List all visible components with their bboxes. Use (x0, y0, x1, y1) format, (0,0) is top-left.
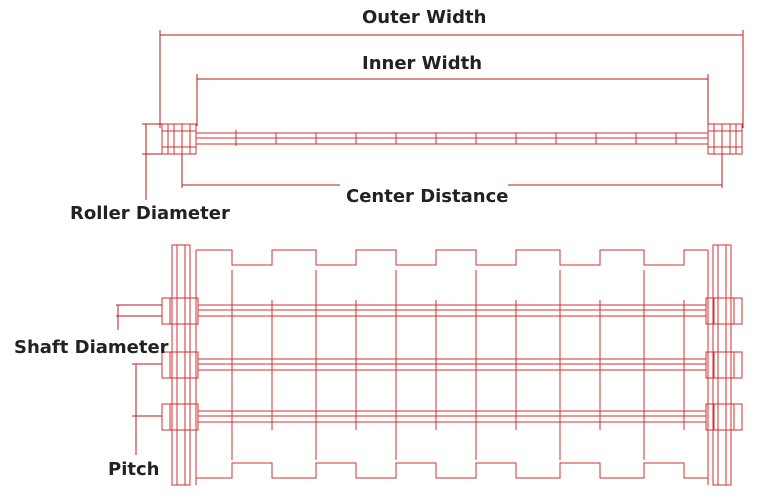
belt-segments (232, 270, 684, 460)
outer-width-label: Outer Width (362, 7, 487, 28)
belt-top-edge (196, 250, 708, 265)
top-shaft (196, 130, 708, 146)
roller-diameter-label: Roller Diameter (70, 203, 230, 224)
center-distance-label: Center Distance (346, 186, 509, 207)
shaft-row-3 (162, 404, 742, 430)
pitch-label: Pitch (108, 459, 160, 480)
bottom-view (116, 245, 742, 485)
left-sprocket-column (172, 245, 190, 485)
shaft-row-2 (162, 352, 742, 378)
top-view (142, 30, 743, 200)
right-sprocket-column (713, 245, 731, 485)
roller-diameter-dimension (142, 124, 162, 200)
inner-width-dimension (197, 74, 708, 126)
center-distance-dimension (182, 154, 722, 188)
shaft-diameter-label: Shaft Diameter (14, 337, 169, 358)
pitch-dimension (132, 364, 162, 455)
shaft-diameter-dimension (116, 305, 162, 330)
inner-width-label: Inner Width (362, 53, 483, 74)
left-roller (162, 124, 196, 154)
belt-bottom-edge (196, 463, 708, 478)
right-roller (708, 124, 742, 154)
shaft-row-1 (162, 298, 742, 324)
outer-width-dimension (160, 30, 743, 128)
